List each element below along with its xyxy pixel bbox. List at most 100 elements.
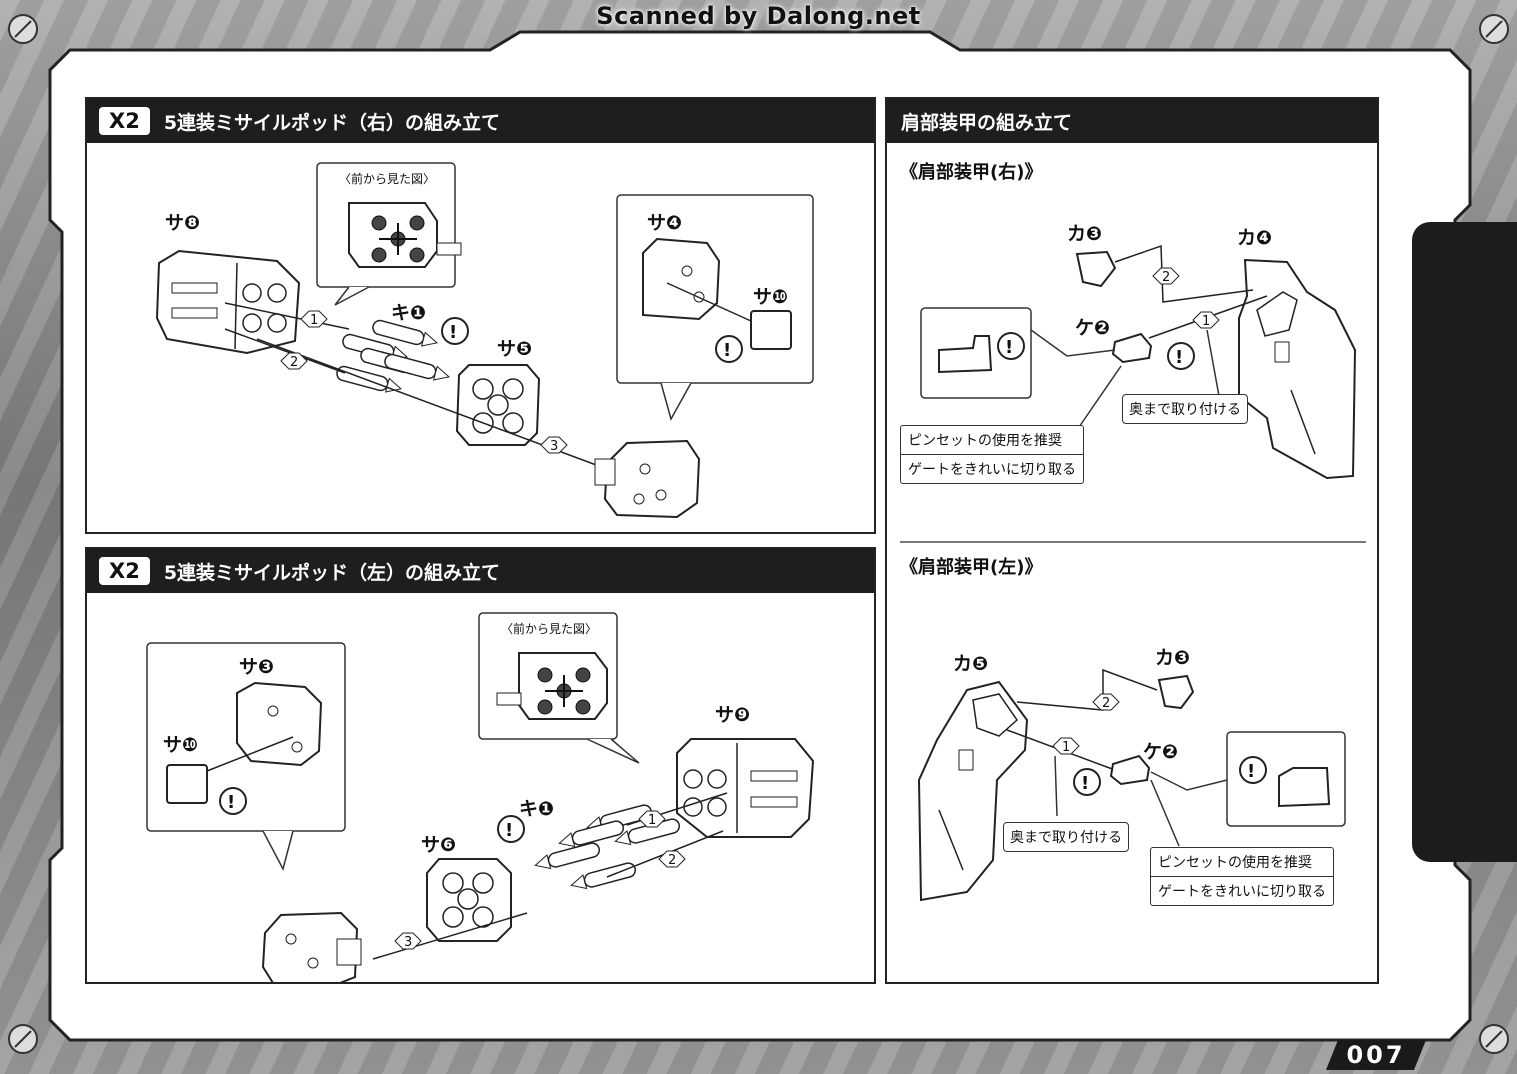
armor-part bbox=[1238, 258, 1357, 480]
assembly-arrow bbox=[372, 912, 528, 960]
svg-text:3: 3 bbox=[404, 935, 412, 950]
assembly-arrow bbox=[224, 302, 350, 330]
front-view-label: 〈前から見た図〉 bbox=[501, 621, 597, 636]
part-label: サ❿ bbox=[753, 286, 788, 308]
page-number: 007 bbox=[1326, 1040, 1426, 1070]
section-missile-pod-left: X2 5連装ミサイルポッド（左）の組み立て サ❸ サ❿ ! 〈前から見た図〉 bbox=[85, 547, 876, 984]
svg-text:!: ! bbox=[449, 322, 457, 343]
section-header: 肩部装甲の組み立て bbox=[887, 99, 1377, 143]
svg-text:1: 1 bbox=[1202, 314, 1210, 329]
rear-plate-part bbox=[594, 439, 701, 519]
multiplier-badge: X2 bbox=[99, 557, 150, 585]
caution-icon: ! bbox=[715, 335, 743, 363]
svg-text:ケ❷: ケ❷ bbox=[1143, 741, 1178, 763]
subsection-title-right: 《肩部装甲(右)》 bbox=[900, 162, 1043, 183]
note-stack-right: ピンセットの使用を推奨 ゲートをきれいに切り取る bbox=[900, 425, 1084, 484]
note-tweezers: ピンセットの使用を推奨 bbox=[1158, 855, 1312, 871]
screw-icon bbox=[1479, 1024, 1509, 1054]
small-part bbox=[1075, 250, 1117, 288]
step-marker: 2 bbox=[1152, 267, 1180, 285]
caution-icon: ! bbox=[1167, 342, 1195, 370]
rear-detail-callout bbox=[616, 194, 814, 421]
svg-text:2: 2 bbox=[290, 355, 298, 370]
svg-text:!: ! bbox=[1005, 337, 1013, 358]
svg-text:1: 1 bbox=[1062, 740, 1070, 755]
svg-text:カ❸: カ❸ bbox=[1155, 647, 1190, 669]
assembly-diagram: サ❸ サ❿ ! 〈前から見た図〉 bbox=[146, 612, 815, 982]
caution-icon: ! bbox=[1239, 756, 1267, 784]
part-label: サ❻ bbox=[421, 834, 456, 856]
front-plate-part bbox=[426, 858, 512, 942]
pod-housing-part bbox=[676, 738, 815, 838]
part-label: サ❸ bbox=[239, 656, 274, 678]
svg-text:!: ! bbox=[227, 792, 235, 813]
svg-text:1: 1 bbox=[310, 313, 318, 328]
subsection-title-left: 《肩部装甲(左)》 bbox=[900, 557, 1043, 578]
armor-part bbox=[917, 680, 1029, 902]
part-label: キ❶ bbox=[519, 798, 554, 820]
svg-text:!: ! bbox=[1081, 773, 1089, 794]
section-header: X2 5連装ミサイルポッド（左）の組み立て bbox=[87, 549, 874, 593]
step-marker: 3 bbox=[394, 932, 422, 950]
step-marker: 2 bbox=[658, 850, 686, 868]
note-insert-fully: 奥まで取り付ける bbox=[1122, 394, 1248, 424]
note-stack-left: ピンセットの使用を推奨 ゲートをきれいに切り取る bbox=[1150, 847, 1334, 906]
svg-text:3: 3 bbox=[550, 439, 558, 454]
step-marker: 1 bbox=[1192, 311, 1220, 329]
rear-detail-callout bbox=[146, 642, 346, 872]
front-view-callout: 〈前から見た図〉 bbox=[478, 612, 640, 764]
multiplier-badge: X2 bbox=[99, 107, 150, 135]
svg-text:2: 2 bbox=[668, 853, 676, 868]
small-part bbox=[1111, 332, 1153, 364]
svg-text:!: ! bbox=[1175, 347, 1183, 368]
svg-text:カ❸: カ❸ bbox=[1067, 223, 1102, 245]
assembly-diagram: 〈前から見た図〉 サ❽ bbox=[155, 162, 814, 519]
svg-text:2: 2 bbox=[1102, 696, 1110, 711]
missile-parts bbox=[336, 319, 451, 393]
side-tab bbox=[1412, 222, 1517, 862]
assembly-arrow bbox=[224, 328, 346, 374]
svg-text:ケ❷: ケ❷ bbox=[1075, 317, 1110, 339]
small-part bbox=[1157, 674, 1195, 710]
note-insert-fully: 奥まで取り付ける bbox=[1003, 822, 1129, 852]
step-marker: 2 bbox=[1092, 693, 1120, 711]
caution-icon: ! bbox=[1073, 768, 1101, 796]
svg-text:!: ! bbox=[505, 820, 513, 841]
rear-plate-part bbox=[261, 911, 362, 982]
section-header: X2 5連装ミサイルポッド（右）の組み立て bbox=[87, 99, 874, 143]
svg-text:!: ! bbox=[1247, 761, 1255, 782]
section-title: 肩部装甲の組み立て bbox=[901, 111, 1073, 134]
missile-parts bbox=[534, 804, 681, 890]
part-label: サ❿ bbox=[163, 734, 198, 756]
svg-text:カ❹: カ❹ bbox=[1237, 227, 1272, 249]
screw-icon bbox=[8, 1024, 38, 1054]
svg-text:!: ! bbox=[723, 340, 731, 361]
step-marker: 1 bbox=[300, 310, 328, 328]
screw-icon bbox=[8, 14, 38, 44]
part-label: サ❹ bbox=[647, 212, 682, 234]
shoulder-left-diagram: カ❺ カ❸ 2 1 ケ❷ ! ! bbox=[917, 647, 1346, 902]
part-label: サ❽ bbox=[165, 212, 200, 234]
front-view-label: 〈前から見た図〉 bbox=[339, 171, 435, 186]
part-label: サ❾ bbox=[715, 704, 750, 726]
front-plate-part bbox=[455, 364, 541, 446]
caution-icon: ! bbox=[497, 815, 525, 843]
section-missile-pod-right: X2 5連装ミサイルポッド（右）の組み立て 〈前から見た図〉 bbox=[85, 97, 876, 534]
scan-credit: Scanned by Dalong.net bbox=[596, 2, 921, 30]
section-divider bbox=[900, 541, 1366, 543]
svg-text:2: 2 bbox=[1162, 270, 1170, 285]
caution-icon: ! bbox=[997, 332, 1025, 360]
small-part bbox=[1109, 754, 1151, 786]
front-view-callout: 〈前から見た図〉 bbox=[316, 162, 462, 306]
svg-text:1: 1 bbox=[648, 813, 656, 828]
step-marker: 3 bbox=[540, 436, 568, 454]
section-title: 5連装ミサイルポッド（右）の組み立て bbox=[163, 111, 501, 134]
part-label: サ❺ bbox=[497, 338, 532, 360]
step-marker: 1 bbox=[1052, 737, 1080, 755]
caution-icon: ! bbox=[219, 787, 247, 815]
note-gate: ゲートをきれいに切り取る bbox=[901, 454, 1083, 483]
svg-text:カ❺: カ❺ bbox=[953, 653, 988, 675]
caution-icon: ! bbox=[441, 317, 469, 345]
note-tweezers: ピンセットの使用を推奨 bbox=[908, 433, 1062, 449]
shoulder-right-diagram: カ❸ カ❹ 2 1 ケ❷ ! ! bbox=[920, 223, 1357, 480]
